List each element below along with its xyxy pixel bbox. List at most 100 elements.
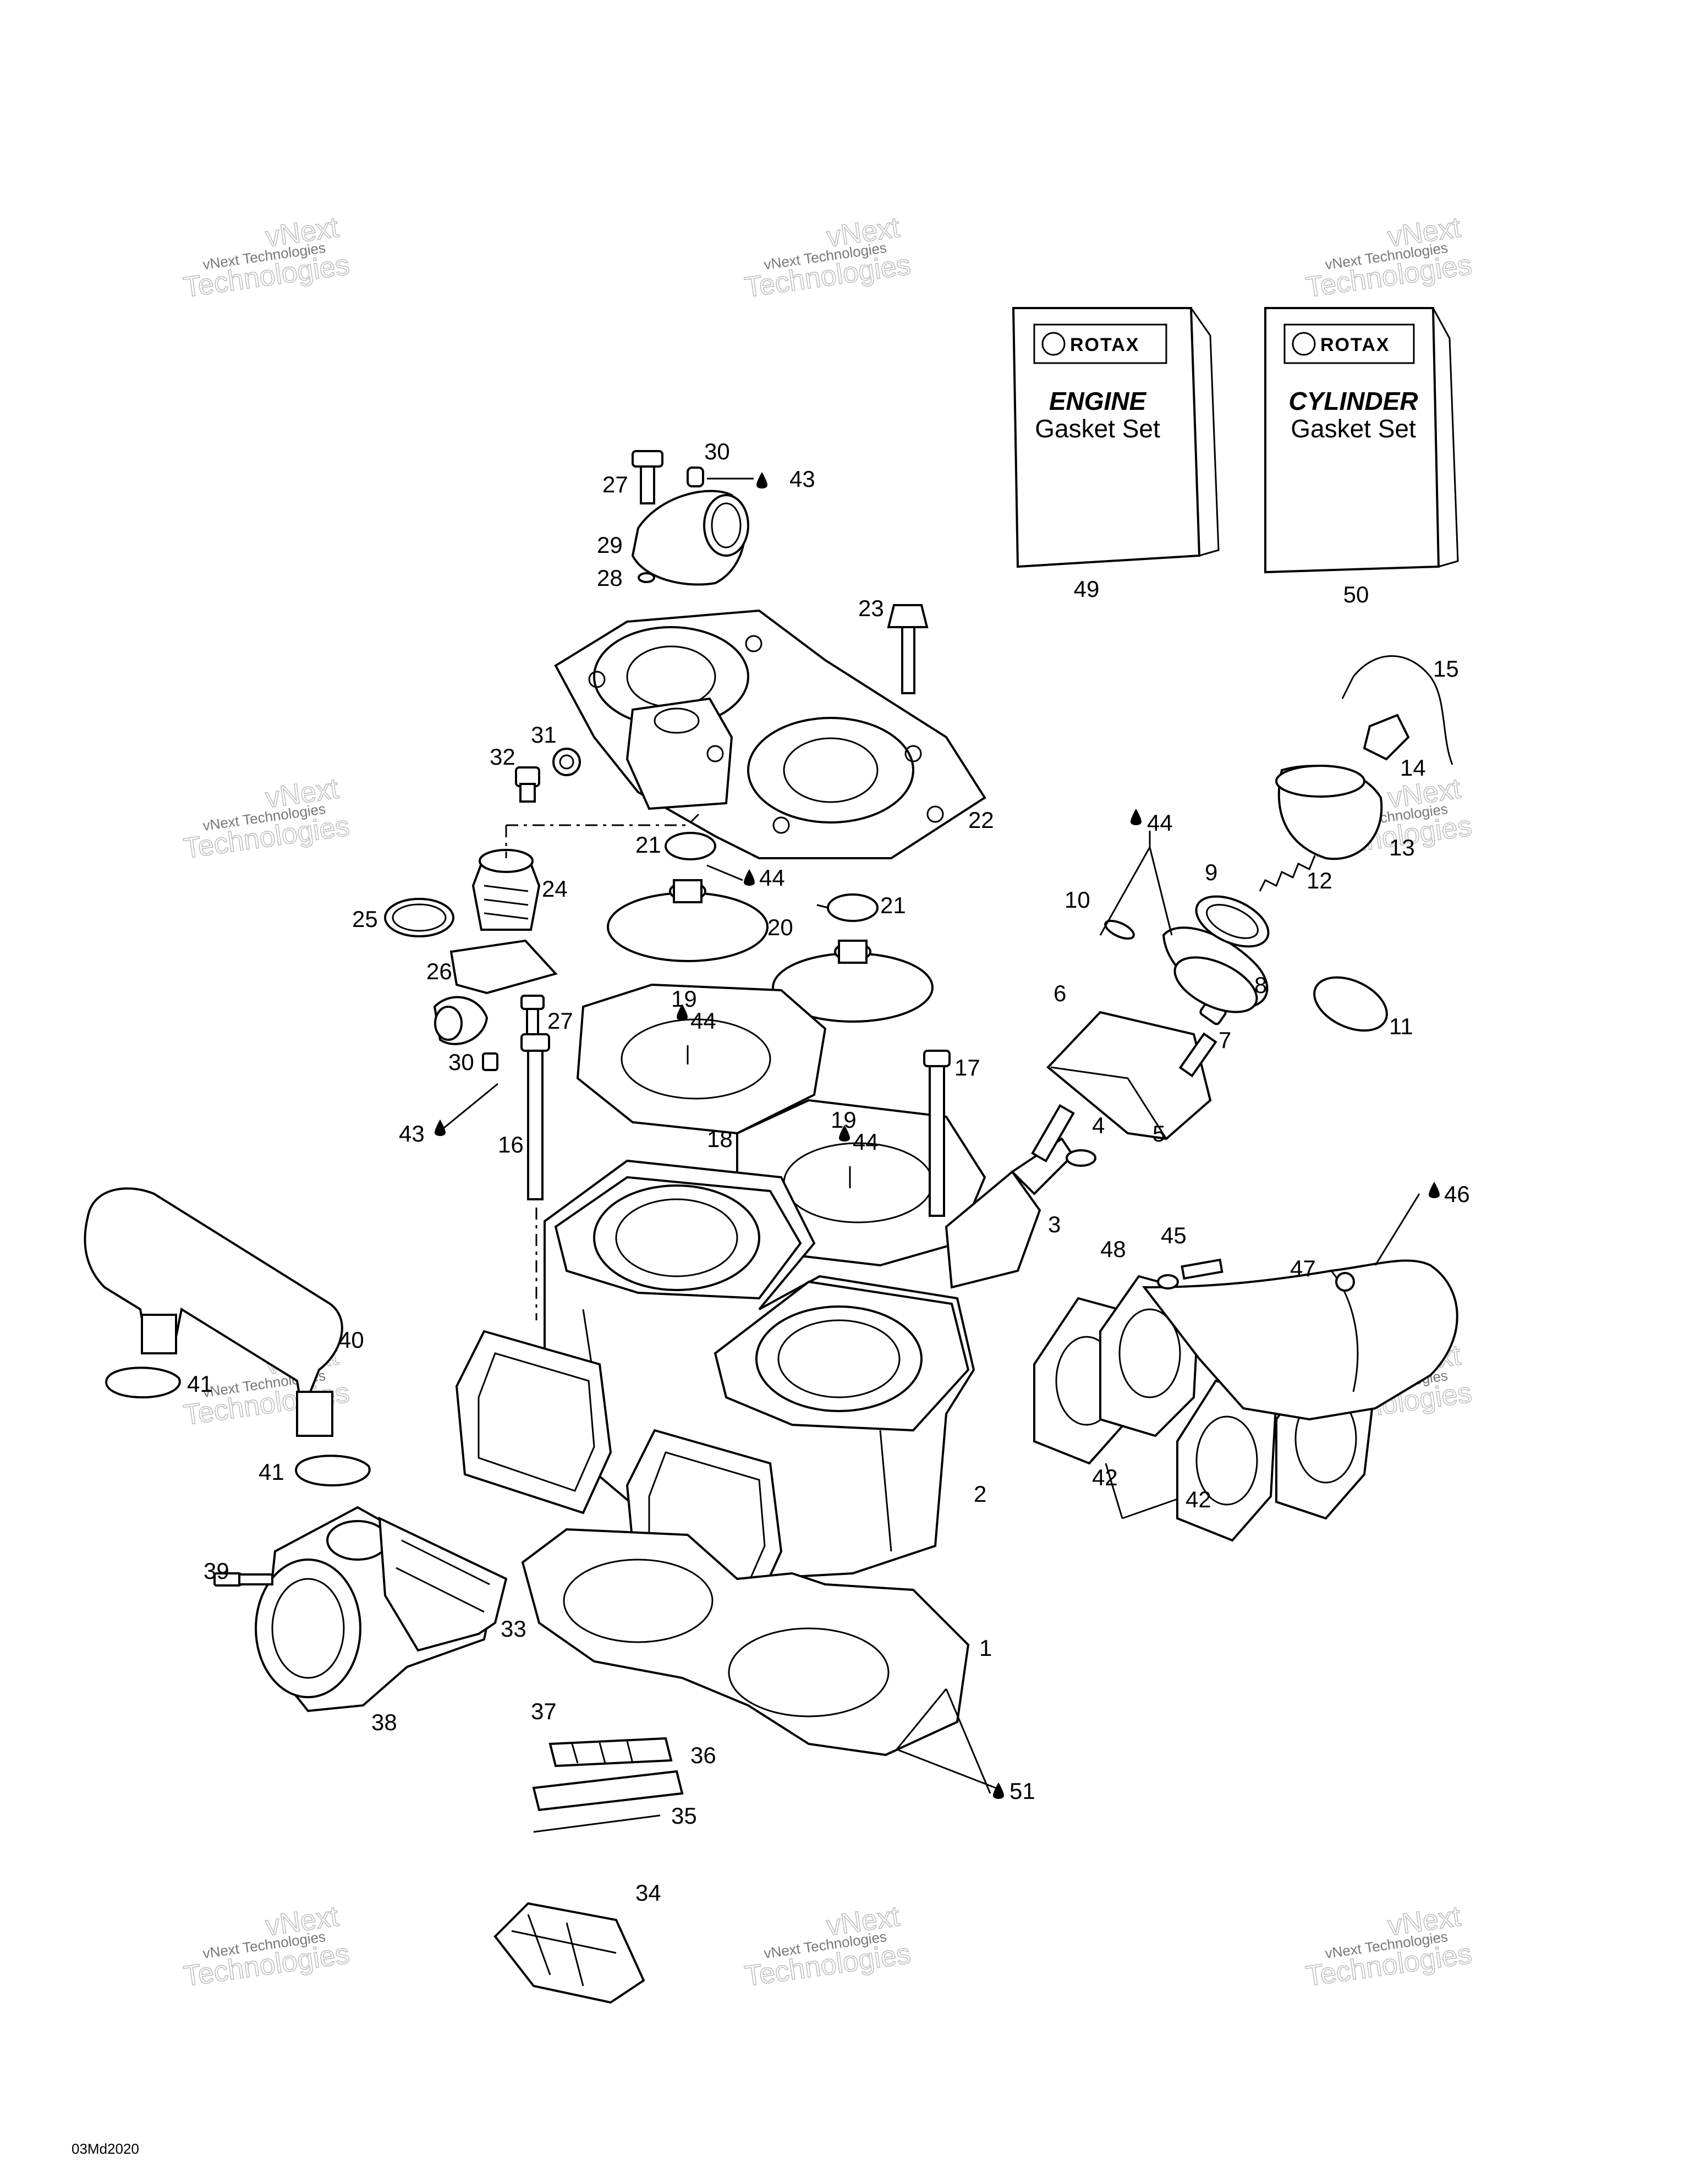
- callout-24: 24: [542, 876, 568, 902]
- svg-text:vNext: vNext: [1386, 1900, 1463, 1942]
- assembly-path: [506, 813, 700, 826]
- reed-petal: [532, 1737, 684, 1833]
- callout-40: 40: [338, 1327, 364, 1353]
- callout-36: 36: [690, 1742, 716, 1768]
- callout-6: 6: [1053, 980, 1066, 1006]
- callout-25: 25: [352, 906, 378, 932]
- booklet-title: ENGINE: [1049, 387, 1147, 415]
- callout-19: 19: [671, 986, 697, 1012]
- callout-labels: 1 2 3 4 5 6 7 8 9 10 11 12 13 14 15 16 1…: [187, 438, 1470, 1906]
- booklet-subtitle: Gasket Set: [1035, 414, 1160, 443]
- callout-42: 42: [1186, 1486, 1211, 1512]
- callout-33: 33: [501, 1616, 526, 1642]
- reed-valve-block: [378, 1516, 645, 2004]
- watermark: vNext Technologies Technologies vNext: [743, 1900, 913, 1993]
- svg-text:vNext: vNext: [1386, 211, 1463, 253]
- callout-37: 37: [531, 1698, 557, 1724]
- callout-29: 29: [597, 532, 623, 558]
- booklet-title: CYLINDER: [1288, 387, 1418, 415]
- callout-20: 20: [767, 914, 793, 940]
- callout-41: 41: [259, 1459, 284, 1485]
- callout-14: 14: [1400, 755, 1426, 781]
- base-gasket: [521, 1528, 970, 1757]
- rotax-logo-icon: [1292, 332, 1316, 356]
- callout-13: 13: [1389, 835, 1415, 860]
- callout-31: 31: [531, 722, 557, 748]
- callout-44: 44: [759, 865, 785, 891]
- callout-41: 41: [187, 1371, 213, 1397]
- callout-17: 17: [954, 1055, 980, 1080]
- callout-19: 19: [831, 1107, 857, 1133]
- drawing-code: 03Md2020: [72, 2141, 139, 2157]
- watermark: vNext Technologies Technologies vNext: [182, 1900, 352, 1993]
- callout-12: 12: [1307, 868, 1332, 893]
- callout-27: 27: [547, 1008, 573, 1034]
- callout-4: 4: [1092, 1112, 1105, 1138]
- callout-22: 22: [968, 807, 994, 833]
- rotax-logo-icon: [1041, 332, 1066, 356]
- callout-21: 21: [880, 892, 906, 918]
- callout-44: 44: [1147, 810, 1173, 836]
- callout-16: 16: [498, 1132, 524, 1157]
- combustion-chamber-insert: [607, 879, 934, 1023]
- watermark: vNext Technologies Technologies vNext: [1304, 211, 1474, 304]
- callout-15: 15: [1433, 656, 1459, 682]
- callout-26: 26: [426, 958, 452, 984]
- callout-8: 8: [1254, 972, 1267, 998]
- booklet-subtitle: Gasket Set: [1291, 414, 1416, 443]
- callout-32: 32: [490, 744, 515, 770]
- callout-35: 35: [671, 1803, 697, 1829]
- booklet-brand: ROTAX: [1320, 334, 1390, 355]
- callout-44: 44: [690, 1008, 716, 1034]
- watermark: vNext Technologies Technologies vNext: [182, 772, 352, 865]
- water-outlet-housing: [631, 450, 749, 586]
- callout-11: 11: [1389, 1013, 1413, 1039]
- watermark: vNext Technologies Technologies vNext: [743, 211, 913, 304]
- engine-gasket-set-booklet: ROTAX ENGINE Gasket Set 49: [1012, 307, 1220, 602]
- callout-10: 10: [1065, 887, 1090, 913]
- exhaust-manifold: [1142, 1258, 1458, 1421]
- watermark: vNext Technologies Technologies vNext: [182, 211, 352, 304]
- cylinder-head: [515, 604, 986, 859]
- callout-2: 2: [974, 1481, 986, 1507]
- callout-50: 50: [1343, 581, 1369, 607]
- callout-9: 9: [1205, 859, 1217, 885]
- callout-43: 43: [789, 466, 815, 492]
- callout-49: 49: [1074, 576, 1100, 602]
- svg-text:vNext: vNext: [264, 211, 341, 253]
- coolant-hose: [84, 1187, 371, 1487]
- callout-23: 23: [858, 595, 884, 621]
- callout-28: 28: [597, 565, 623, 591]
- rave-valve-assembly: [945, 655, 1453, 1289]
- svg-text:vNext: vNext: [264, 772, 341, 814]
- callout-51: 51: [1009, 1778, 1035, 1804]
- callout-38: 38: [371, 1709, 397, 1735]
- booklet-brand: ROTAX: [1070, 334, 1139, 355]
- callout-48: 48: [1100, 1236, 1126, 1262]
- callout-34: 34: [635, 1880, 661, 1906]
- callout-46: 46: [1444, 1181, 1470, 1207]
- callout-44: 44: [853, 1129, 879, 1155]
- callout-45: 45: [1161, 1222, 1187, 1248]
- svg-text:vNext: vNext: [825, 211, 902, 253]
- svg-text:vNext: vNext: [264, 1900, 341, 1942]
- lubricant-drop-icon: [435, 472, 1440, 1799]
- callout-30: 30: [448, 1049, 474, 1075]
- callout-7: 7: [1219, 1027, 1231, 1053]
- callout-42: 42: [1092, 1464, 1118, 1490]
- callout-18: 18: [707, 1126, 733, 1152]
- callout-3: 3: [1048, 1211, 1061, 1237]
- leader-lines: [437, 478, 1420, 1794]
- callout-5: 5: [1153, 1121, 1165, 1146]
- callout-47: 47: [1290, 1255, 1316, 1281]
- watermark: vNext Technologies Technologies vNext: [1304, 1900, 1474, 1993]
- callout-39: 39: [204, 1558, 229, 1584]
- svg-text:vNext: vNext: [825, 1900, 902, 1942]
- callout-1: 1: [979, 1635, 992, 1661]
- callout-27: 27: [602, 471, 628, 497]
- cylinder-gasket-set-booklet: ROTAX CYLINDER Gasket Set 50: [1264, 307, 1459, 607]
- callout-43: 43: [399, 1121, 425, 1146]
- callout-21: 21: [635, 832, 661, 858]
- callout-30: 30: [704, 438, 730, 464]
